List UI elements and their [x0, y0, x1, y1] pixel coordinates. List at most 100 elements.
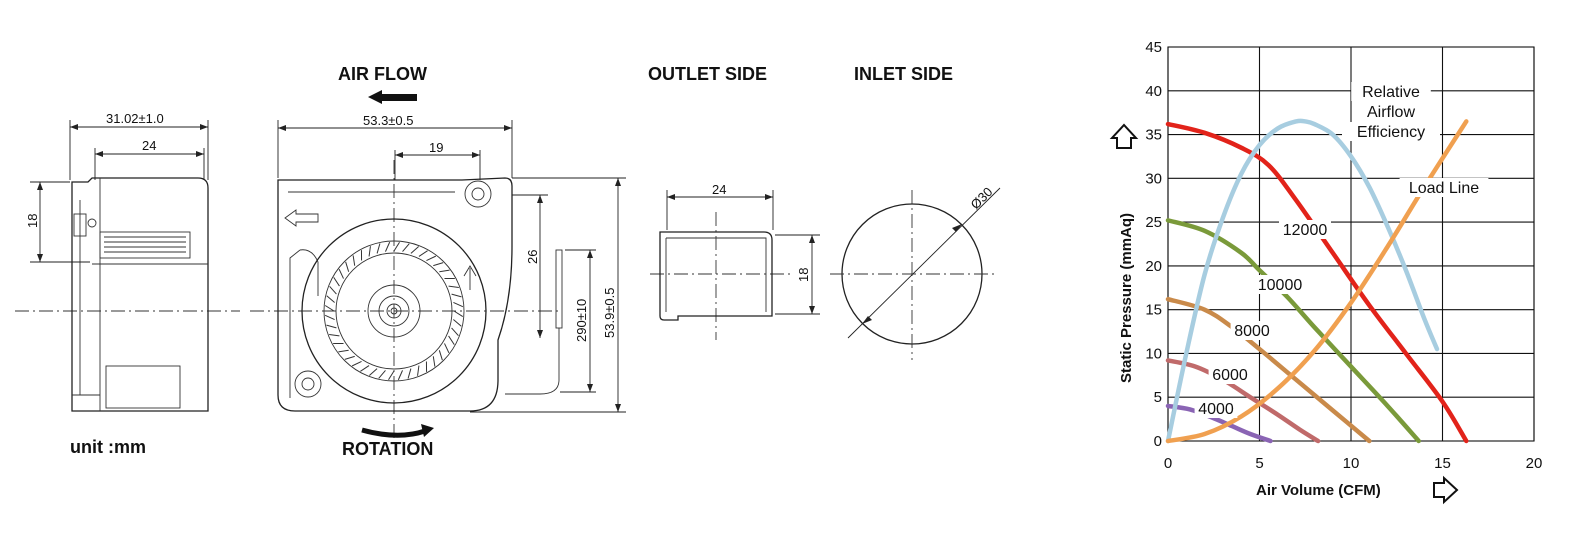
curve-label: Efficiency: [1357, 124, 1425, 141]
series-line-load-line: [1165, 119, 1469, 444]
x-tick-label: 5: [1255, 455, 1263, 472]
outlet-side-view: OUTLET SIDE 24 18: [648, 64, 820, 340]
y-tick-label: 30: [1145, 170, 1162, 187]
curve-label: 4000: [1198, 401, 1234, 418]
curve-label: 6000: [1212, 367, 1248, 384]
rotation-arrow-icon: [361, 427, 426, 438]
x-axis-title: Air Volume (CFM): [1256, 482, 1381, 499]
airflow-small-arrow-icon: [284, 209, 319, 227]
x-tick-label: 20: [1526, 455, 1543, 472]
impeller-blade: [448, 335, 455, 345]
impeller-blade: [338, 349, 349, 353]
y-tick-label: 0: [1154, 433, 1162, 450]
impeller-blade: [418, 250, 428, 257]
impeller-blade: [451, 293, 462, 298]
front-view: 53.3±0.5 19 26 290±10 53.9±0.5 AIR FLOW …: [70, 64, 626, 459]
y-tick-label: 10: [1145, 345, 1162, 362]
impeller-blade: [438, 350, 443, 361]
curve-label-bg: [1194, 399, 1238, 418]
outlet-height-dim: 18: [796, 268, 811, 282]
impeller-blade: [385, 241, 391, 252]
impeller-blades: [324, 241, 464, 381]
impeller-blade: [352, 255, 356, 266]
impeller-blade: [444, 343, 450, 354]
impeller-blade: [453, 302, 464, 308]
front-outlet-height-dim: 26: [525, 250, 540, 264]
y-axis-arrow-icon: [1109, 123, 1139, 149]
curve-label-bg: [1208, 365, 1252, 384]
curve-label: Load Line: [1409, 180, 1479, 197]
inlet-diameter-dim: Ø30: [968, 184, 996, 212]
x-tick-label: 10: [1343, 455, 1360, 472]
impeller-blade: [426, 255, 437, 261]
impeller-blade: [326, 324, 337, 329]
front-outlet-dim: 19: [429, 140, 443, 155]
impeller-blade: [453, 310, 464, 317]
side-view: 31.02±1.0 24 18: [15, 111, 240, 412]
y-tick-label: 25: [1145, 214, 1162, 231]
y-tick-label: 40: [1145, 83, 1162, 100]
inlet-side-view: INLET SIDE Ø30: [830, 64, 1001, 360]
impeller-blade: [324, 305, 335, 312]
curve-label-bg: [1279, 220, 1331, 239]
lead-length-dim: 290±10: [574, 299, 589, 342]
y-tick-label: 20: [1145, 258, 1162, 275]
curve-label-bg: [1230, 321, 1274, 340]
impeller-blade: [378, 370, 386, 379]
series-line-4000: [1165, 403, 1273, 444]
side-overall-dim: 31.02±1.0: [106, 111, 164, 126]
curve-label-bg: [1351, 82, 1431, 101]
series-line-6000: [1165, 358, 1321, 444]
series-line-8000: [1165, 296, 1372, 444]
impeller-blade: [326, 295, 335, 303]
impeller-blade: [432, 356, 436, 367]
impeller-blade: [368, 246, 371, 257]
curve-label-bg: [1355, 102, 1427, 121]
inlet-side-label: INLET SIDE: [854, 64, 953, 84]
impeller-blade: [393, 241, 400, 252]
unit-label: unit :mm: [70, 437, 146, 457]
impeller-blade: [439, 269, 450, 273]
y-tick-label: 5: [1154, 389, 1162, 406]
curve-label: Relative: [1362, 84, 1420, 101]
impeller-blade: [453, 319, 462, 327]
impeller-blade: [345, 261, 350, 272]
impeller-blade: [376, 243, 381, 254]
impeller-blade: [351, 361, 362, 367]
impeller-blade: [324, 314, 335, 320]
impeller-blade: [407, 368, 412, 379]
impeller-blade: [388, 370, 395, 381]
x-tick-label: 15: [1434, 455, 1451, 472]
y-tick-label: 15: [1145, 302, 1162, 319]
impeller-blade: [397, 370, 403, 381]
chart-series: [1165, 118, 1469, 444]
air-flow-arrow-icon: [368, 90, 417, 104]
impeller-blade: [360, 365, 370, 372]
impeller-blade: [344, 355, 355, 360]
curve-label: 10000: [1258, 277, 1303, 294]
impeller-blade: [417, 365, 420, 376]
impeller-blade: [333, 277, 340, 287]
rotation-label: ROTATION: [342, 439, 433, 459]
curve-label: Airflow: [1367, 104, 1415, 121]
curve-label-bg: [1342, 122, 1440, 141]
impeller-blade: [329, 286, 337, 295]
y-axis-title: Static Pressure (mmAq): [1118, 213, 1135, 383]
x-tick-label: 0: [1164, 455, 1172, 472]
series-line-12000: [1165, 121, 1469, 444]
outlet-width-dim: 24: [712, 182, 726, 197]
y-tick-label: 35: [1145, 127, 1162, 144]
impeller-blade: [451, 327, 459, 336]
side-inner-dim: 24: [142, 138, 156, 153]
impeller-blade: [402, 243, 410, 252]
impeller-blade: [369, 368, 378, 376]
impeller-blade: [448, 285, 459, 288]
curve-label-bg: [1254, 275, 1306, 294]
impeller-blade: [329, 334, 340, 337]
side-height-dim: 18: [25, 214, 40, 228]
front-width-dim: 53.3±0.5: [363, 113, 414, 128]
air-flow-label: AIR FLOW: [338, 64, 427, 84]
